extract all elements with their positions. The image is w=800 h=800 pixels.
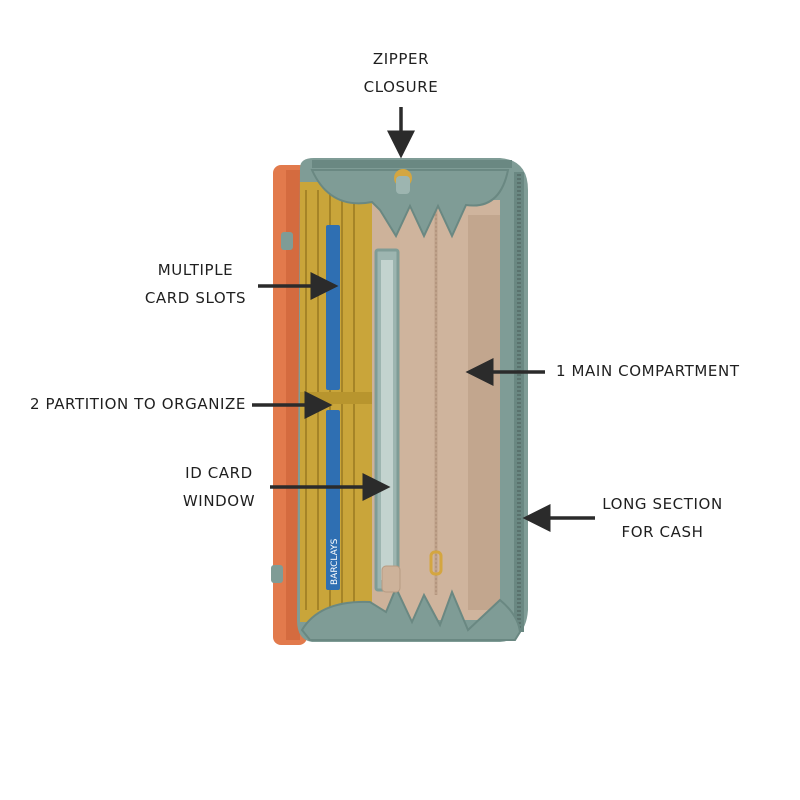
label-cash-section: LONG SECTION FOR CASH xyxy=(600,490,725,546)
label-card-slots-line2: CARD SLOTS xyxy=(144,289,247,307)
label-card-slots: MULTIPLE CARD SLOTS xyxy=(138,256,253,312)
label-zipper-line2: CLOSURE xyxy=(363,78,439,96)
zipper-pull-tab xyxy=(396,176,410,194)
label-zipper-closure: ZIPPER CLOSURE xyxy=(340,45,462,101)
label-main-compartment-line1: 1 MAIN COMPARTMENT xyxy=(556,362,740,380)
label-partition-line1: 2 PARTITION TO ORGANIZE xyxy=(30,395,247,413)
top-gusset xyxy=(310,169,510,239)
label-main-compartment: 1 MAIN COMPARTMENT xyxy=(556,357,740,385)
bottom-tab xyxy=(381,565,401,593)
main-compartment-shade xyxy=(468,215,500,610)
label-id-window: ID CARD WINDOW xyxy=(174,459,264,515)
label-cash-line1: LONG SECTION xyxy=(602,495,723,513)
card-blue-top xyxy=(326,225,340,390)
card-brand-text: BARCLAYS xyxy=(330,538,340,585)
label-cash-line2: FOR CASH xyxy=(621,523,704,541)
label-id-window-line2: WINDOW xyxy=(182,492,256,510)
wallet-side-tab xyxy=(281,232,293,250)
label-partition: 2 PARTITION TO ORGANIZE xyxy=(30,390,246,418)
bottom-gusset xyxy=(300,585,522,641)
label-card-slots-line1: MULTIPLE xyxy=(157,261,234,279)
card-blue-bottom xyxy=(326,410,340,590)
wallet-side-tab xyxy=(271,565,283,583)
label-zipper-line1: ZIPPER xyxy=(372,50,430,68)
label-id-window-line1: ID CARD xyxy=(185,464,253,482)
inner-zipper-pull xyxy=(429,550,443,576)
zipper-track-top xyxy=(312,160,512,168)
